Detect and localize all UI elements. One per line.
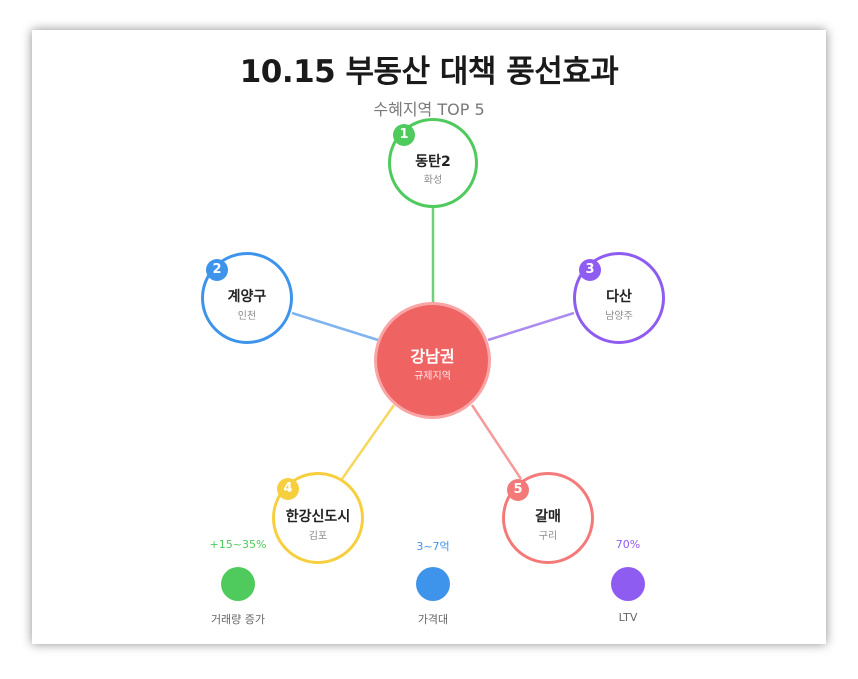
node-name: 한강신도시 (285, 509, 351, 525)
legend-item-price: 3~7억 가격대 (378, 538, 488, 627)
connector-5 (470, 404, 523, 480)
legend-item-volume: +15~35% 거래량 증가 (183, 538, 293, 627)
connector-3 (487, 311, 575, 342)
node-sub: 남양주 (605, 311, 633, 322)
node-sub: 화성 (423, 175, 443, 186)
connector-4 (340, 404, 396, 480)
legend-value: 70% (615, 538, 641, 551)
page-subtitle: 수혜지역 TOP 5 (373, 100, 485, 119)
connector-2 (291, 311, 379, 342)
center-node-gangnam: 강남권 규제지역 (377, 305, 488, 416)
node-name: 갈매 (535, 509, 561, 525)
legend-item-ltv: 70% LTV (573, 538, 683, 624)
legend-dot (221, 567, 255, 601)
legend-value: 3~7억 (416, 540, 450, 553)
rank-badge-4: 4 (277, 478, 299, 500)
rank-badge-1: 1 (393, 124, 415, 146)
node-hangang: 한강신도시 김포 (272, 472, 364, 564)
rank-badge-5: 5 (507, 479, 529, 501)
node-dasan: 다산 남양주 (573, 252, 665, 344)
node-sub: 구리 (538, 531, 558, 542)
node-name: 계양구 (227, 289, 267, 305)
node-sub: 김포 (308, 531, 328, 542)
legend-dot (416, 567, 450, 601)
center-node-sub: 규제지역 (414, 371, 451, 382)
legend-value: +15~35% (209, 538, 267, 551)
legend-dot (611, 567, 645, 601)
rank-badge-2: 2 (206, 259, 228, 281)
page-title: 10.15 부동산 대책 풍선효과 (239, 54, 619, 90)
rank-badge-3: 3 (579, 259, 601, 281)
legend-label: LTV (618, 611, 638, 624)
node-gyeyang: 계양구 인천 (201, 252, 293, 344)
node-sub: 인천 (237, 311, 257, 322)
legend-label: 거래량 증가 (210, 613, 266, 626)
center-node-name: 강남권 (410, 347, 455, 366)
node-name: 동탄2 (415, 154, 451, 170)
node-name: 다산 (606, 289, 632, 305)
legend-label: 가격대 (417, 613, 449, 626)
